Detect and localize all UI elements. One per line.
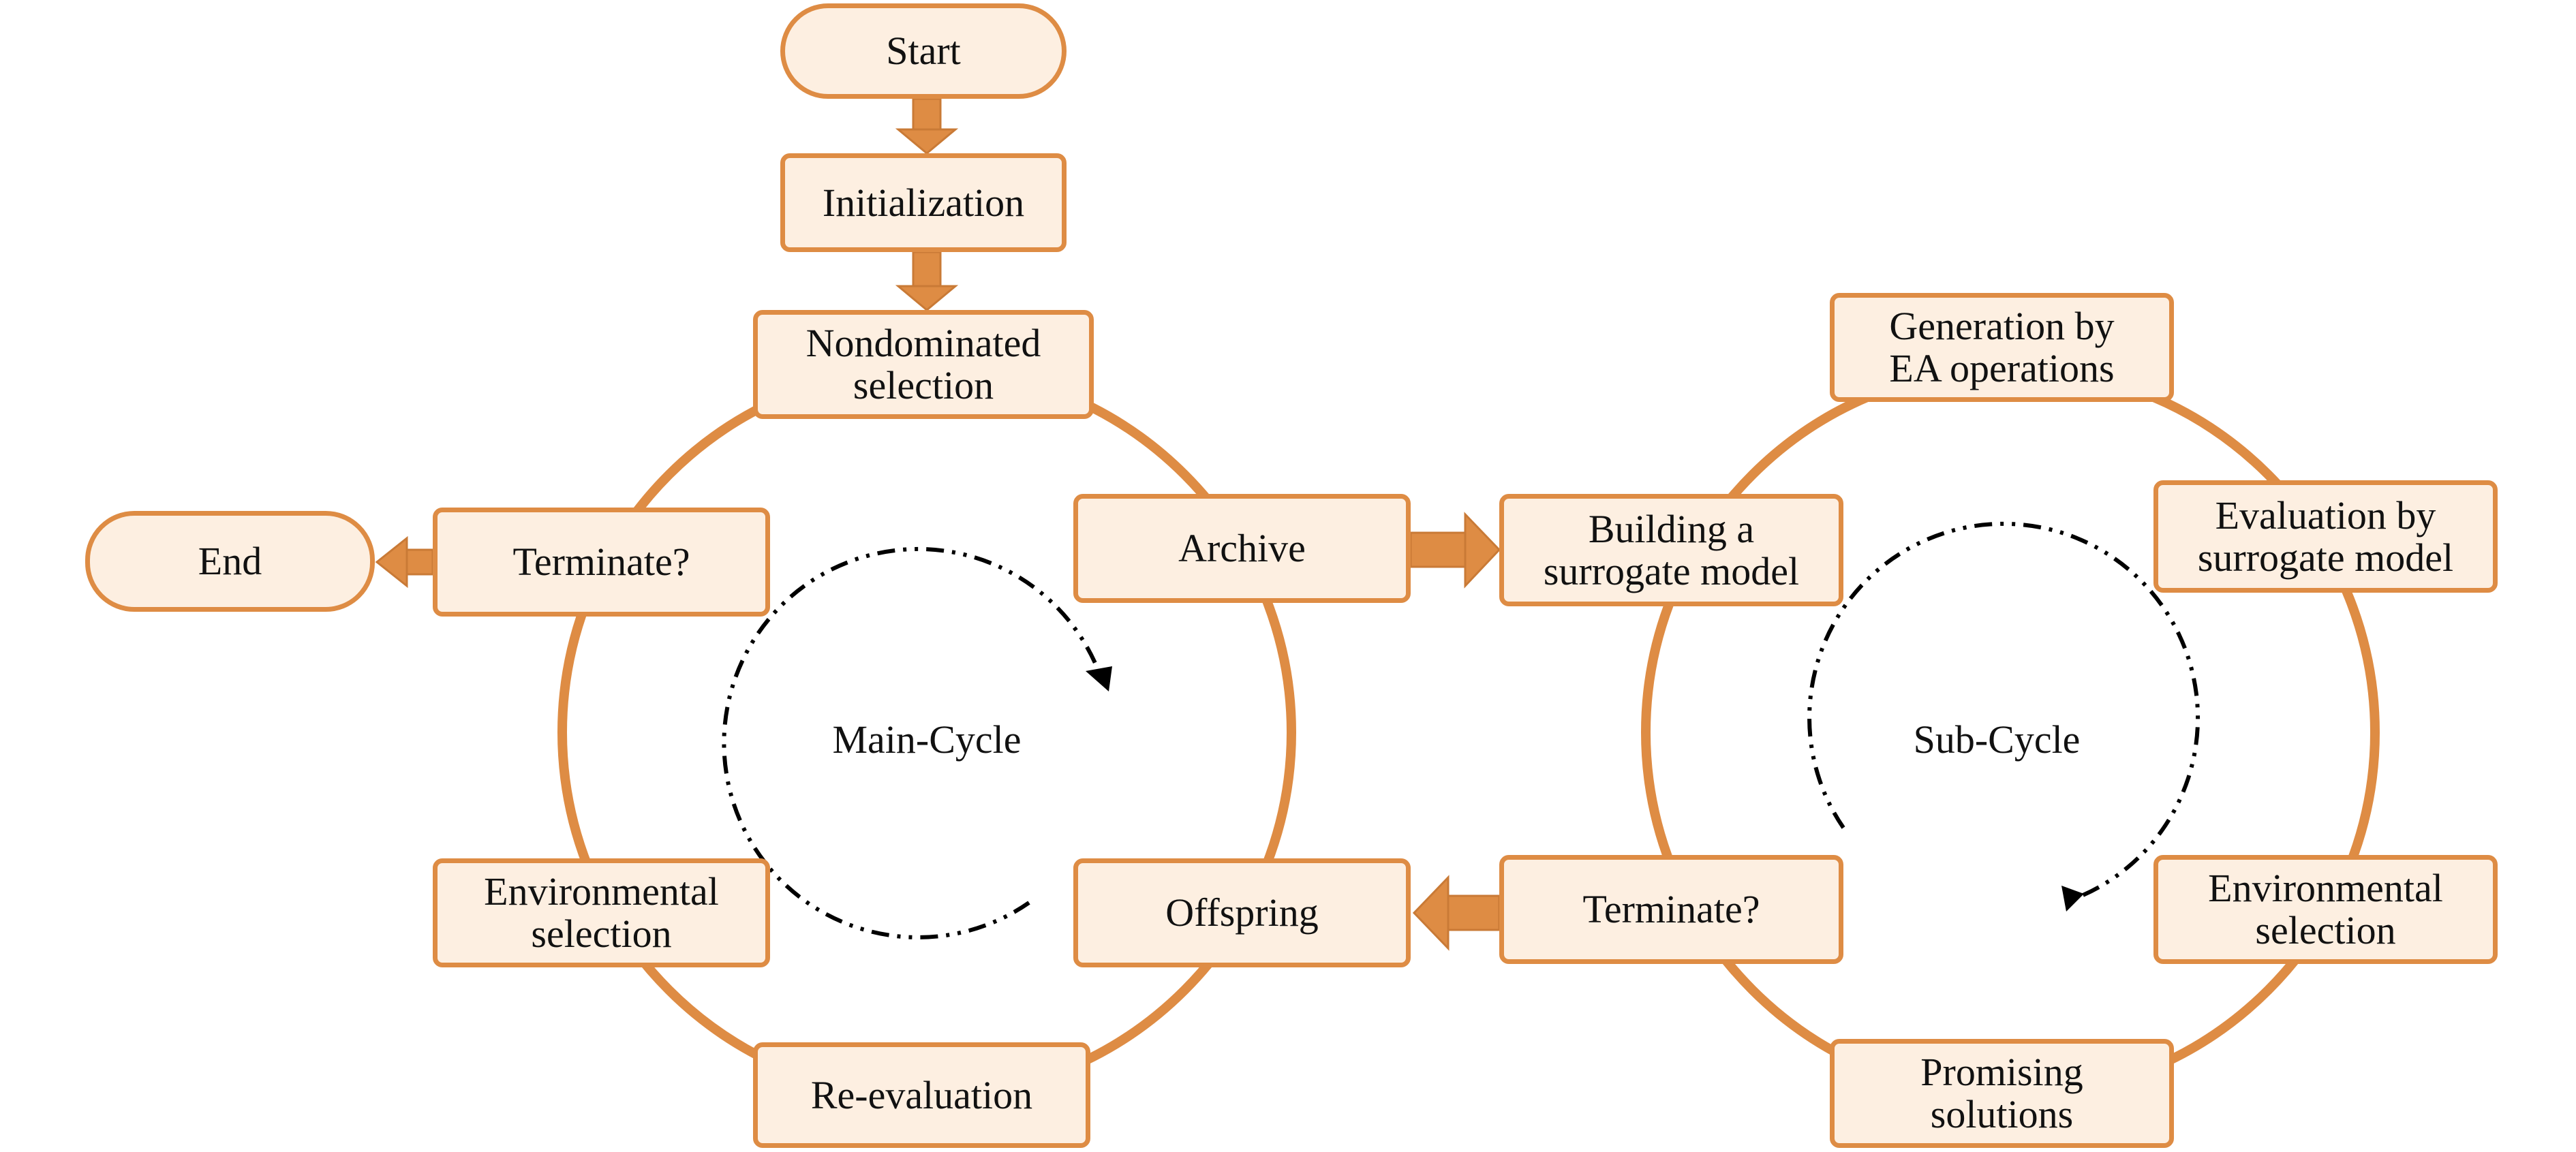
terminate-main-label: Terminate? [512,540,690,584]
initialization-label: Initialization [822,180,1025,225]
arrow-terminate-to-end [375,535,434,589]
main-cycle-arrow [722,546,1101,939]
start-label: Start [886,29,961,73]
end-label: End [198,539,262,583]
end-node: End [85,511,375,612]
terminate-main-node: Terminate? [433,508,770,617]
environmental-selection-sub-node: Environmental selection [2153,855,2498,964]
main-cycle-label: Main-Cycle [832,717,1022,762]
archive-node: Archive [1073,494,1411,603]
initialization-node: Initialization [780,153,1067,252]
terminate-sub-label: Terminate? [1582,887,1760,931]
generation-ea-label: Generation by EA operations [1889,304,2115,390]
offspring-label: Offspring [1165,890,1319,935]
environmental-selection-sub-label: Environmental selection [2208,866,2443,952]
evaluation-surrogate-node: Evaluation by surrogate model [2153,480,2498,593]
evaluation-surrogate-label: Evaluation by surrogate model [2197,493,2454,580]
building-surrogate-node: Building a surrogate model [1499,494,1843,606]
terminate-sub-node: Terminate? [1499,855,1843,964]
environmental-selection-main-label: Environmental selection [484,869,719,956]
promising-solutions-label: Promising solutions [1920,1050,2083,1136]
nondominated-selection-label: Nondominated selection [806,321,1041,407]
main-cycle-arrowhead [1086,666,1112,691]
offspring-node: Offspring [1073,858,1411,967]
start-node: Start [780,3,1067,99]
re-evaluation-node: Re-evaluation [753,1042,1090,1148]
promising-solutions-node: Promising solutions [1830,1039,2174,1148]
archive-label: Archive [1178,526,1306,570]
environmental-selection-main-node: Environmental selection [433,858,770,967]
sub-cycle-label: Sub-Cycle [1913,717,2081,762]
arrow-init-to-nondominated [895,251,959,311]
sub-cycle-arrowhead [2061,886,2084,912]
nondominated-selection-node: Nondominated selection [753,310,1094,419]
arrow-subterminate-to-offspring [1412,875,1501,951]
generation-ea-node: Generation by EA operations [1830,293,2174,402]
arrow-archive-to-surrogate [1409,512,1501,589]
sub-cycle-arrow [1807,521,2201,901]
re-evaluation-label: Re-evaluation [810,1072,1033,1117]
building-surrogate-label: Building a surrogate model [1543,506,1800,593]
arrow-start-to-init [895,97,959,155]
